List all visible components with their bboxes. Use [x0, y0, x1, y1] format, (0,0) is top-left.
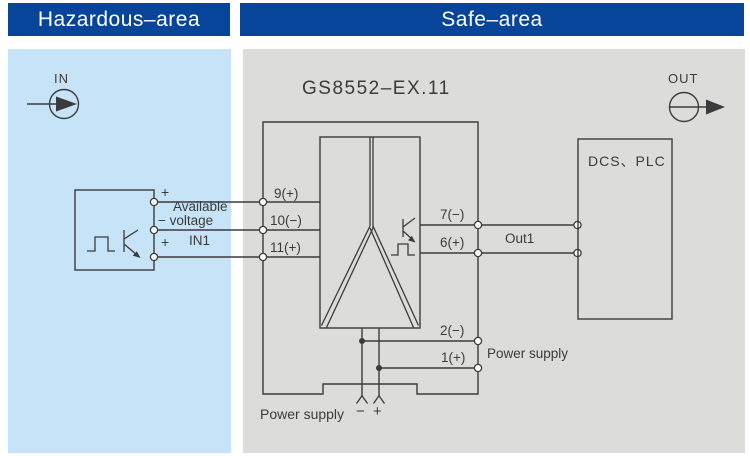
output-terminal-wires — [420, 220, 582, 258]
safe-area-panel — [243, 49, 745, 453]
wire-plus-top-label: + — [161, 184, 170, 200]
in1-label: IN1 — [189, 233, 211, 248]
device-outline — [262, 121, 479, 395]
device-title: GS8552–EX.11 — [302, 78, 451, 99]
terminal-10-label: 10(−) — [270, 213, 302, 228]
sensor-box — [74, 189, 159, 271]
power-supply-right-label: Power supply — [487, 346, 569, 361]
output-transistor-icon — [391, 217, 416, 256]
out-icon — [668, 91, 725, 123]
terminal-7-label: 7(−) — [440, 207, 465, 222]
dcs-plc-label: DCS、PLC — [588, 153, 666, 169]
out-label: OUT — [668, 71, 699, 86]
supply-minus-connector — [355, 394, 369, 404]
in-icon — [27, 88, 80, 120]
pulse-icon — [87, 236, 115, 252]
terminal-6-label: 6(+) — [440, 235, 465, 250]
terminal-1-label: 1(+) — [441, 350, 466, 365]
terminal-9-label: 9(+) — [274, 186, 299, 201]
hazardous-area-panel — [8, 49, 231, 453]
wire-plus-bottom-label: + — [161, 234, 170, 250]
terminal-11-label: 11(+) — [270, 240, 301, 255]
isolation-divider — [320, 137, 420, 328]
hazardous-area-header: Hazardous–area — [8, 3, 230, 36]
safe-area-header: Safe–area — [240, 3, 744, 36]
field-wires — [157, 201, 260, 258]
power-wires — [355, 328, 483, 404]
supply-minus-label: − — [356, 403, 365, 420]
input-terminal-wires — [258, 197, 320, 262]
dcs-plc-box — [577, 138, 673, 320]
in-label: IN — [54, 71, 69, 86]
power-supply-bottom-label: Power supply — [260, 406, 345, 422]
supply-plus-label: + — [373, 403, 382, 420]
available-label: Available — [173, 199, 228, 214]
supply-plus-connector — [372, 394, 386, 404]
out1-label: Out1 — [505, 231, 535, 246]
sensor-transistor-icon — [123, 229, 141, 258]
minus-voltage-label: − voltage — [158, 213, 214, 228]
terminal-2-label: 2(−) — [440, 323, 465, 338]
pulse-icon — [391, 243, 415, 256]
